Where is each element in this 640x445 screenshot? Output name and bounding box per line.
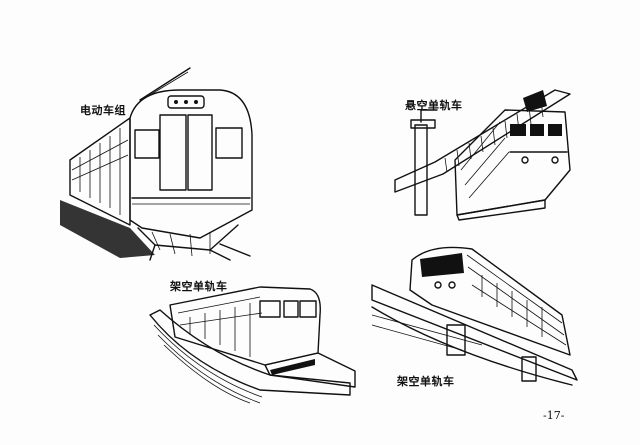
figure-caption: 架空单轨车 <box>170 280 228 293</box>
figure-elevated-monorail-right: 架空单轨车 <box>371 245 582 395</box>
elevated-monorail-illustration <box>149 286 356 404</box>
elevated-monorail-illustration <box>371 246 578 386</box>
figure-caption: 电动车组 <box>80 104 126 117</box>
figure-elevated-monorail-left: 架空单轨车 <box>149 275 356 405</box>
electric-multiple-unit-train-illustration <box>60 67 253 261</box>
figure-caption: 架空单轨车 <box>397 375 455 388</box>
figure-caption: 悬空单轨车 <box>405 99 463 112</box>
figure-electric-multiple-unit: 电动车组 <box>60 60 260 261</box>
figure-suspended-monorail: 悬空单轨车 <box>394 80 585 221</box>
suspended-monorail-illustration <box>394 89 571 221</box>
page-number: -17- <box>543 409 565 422</box>
